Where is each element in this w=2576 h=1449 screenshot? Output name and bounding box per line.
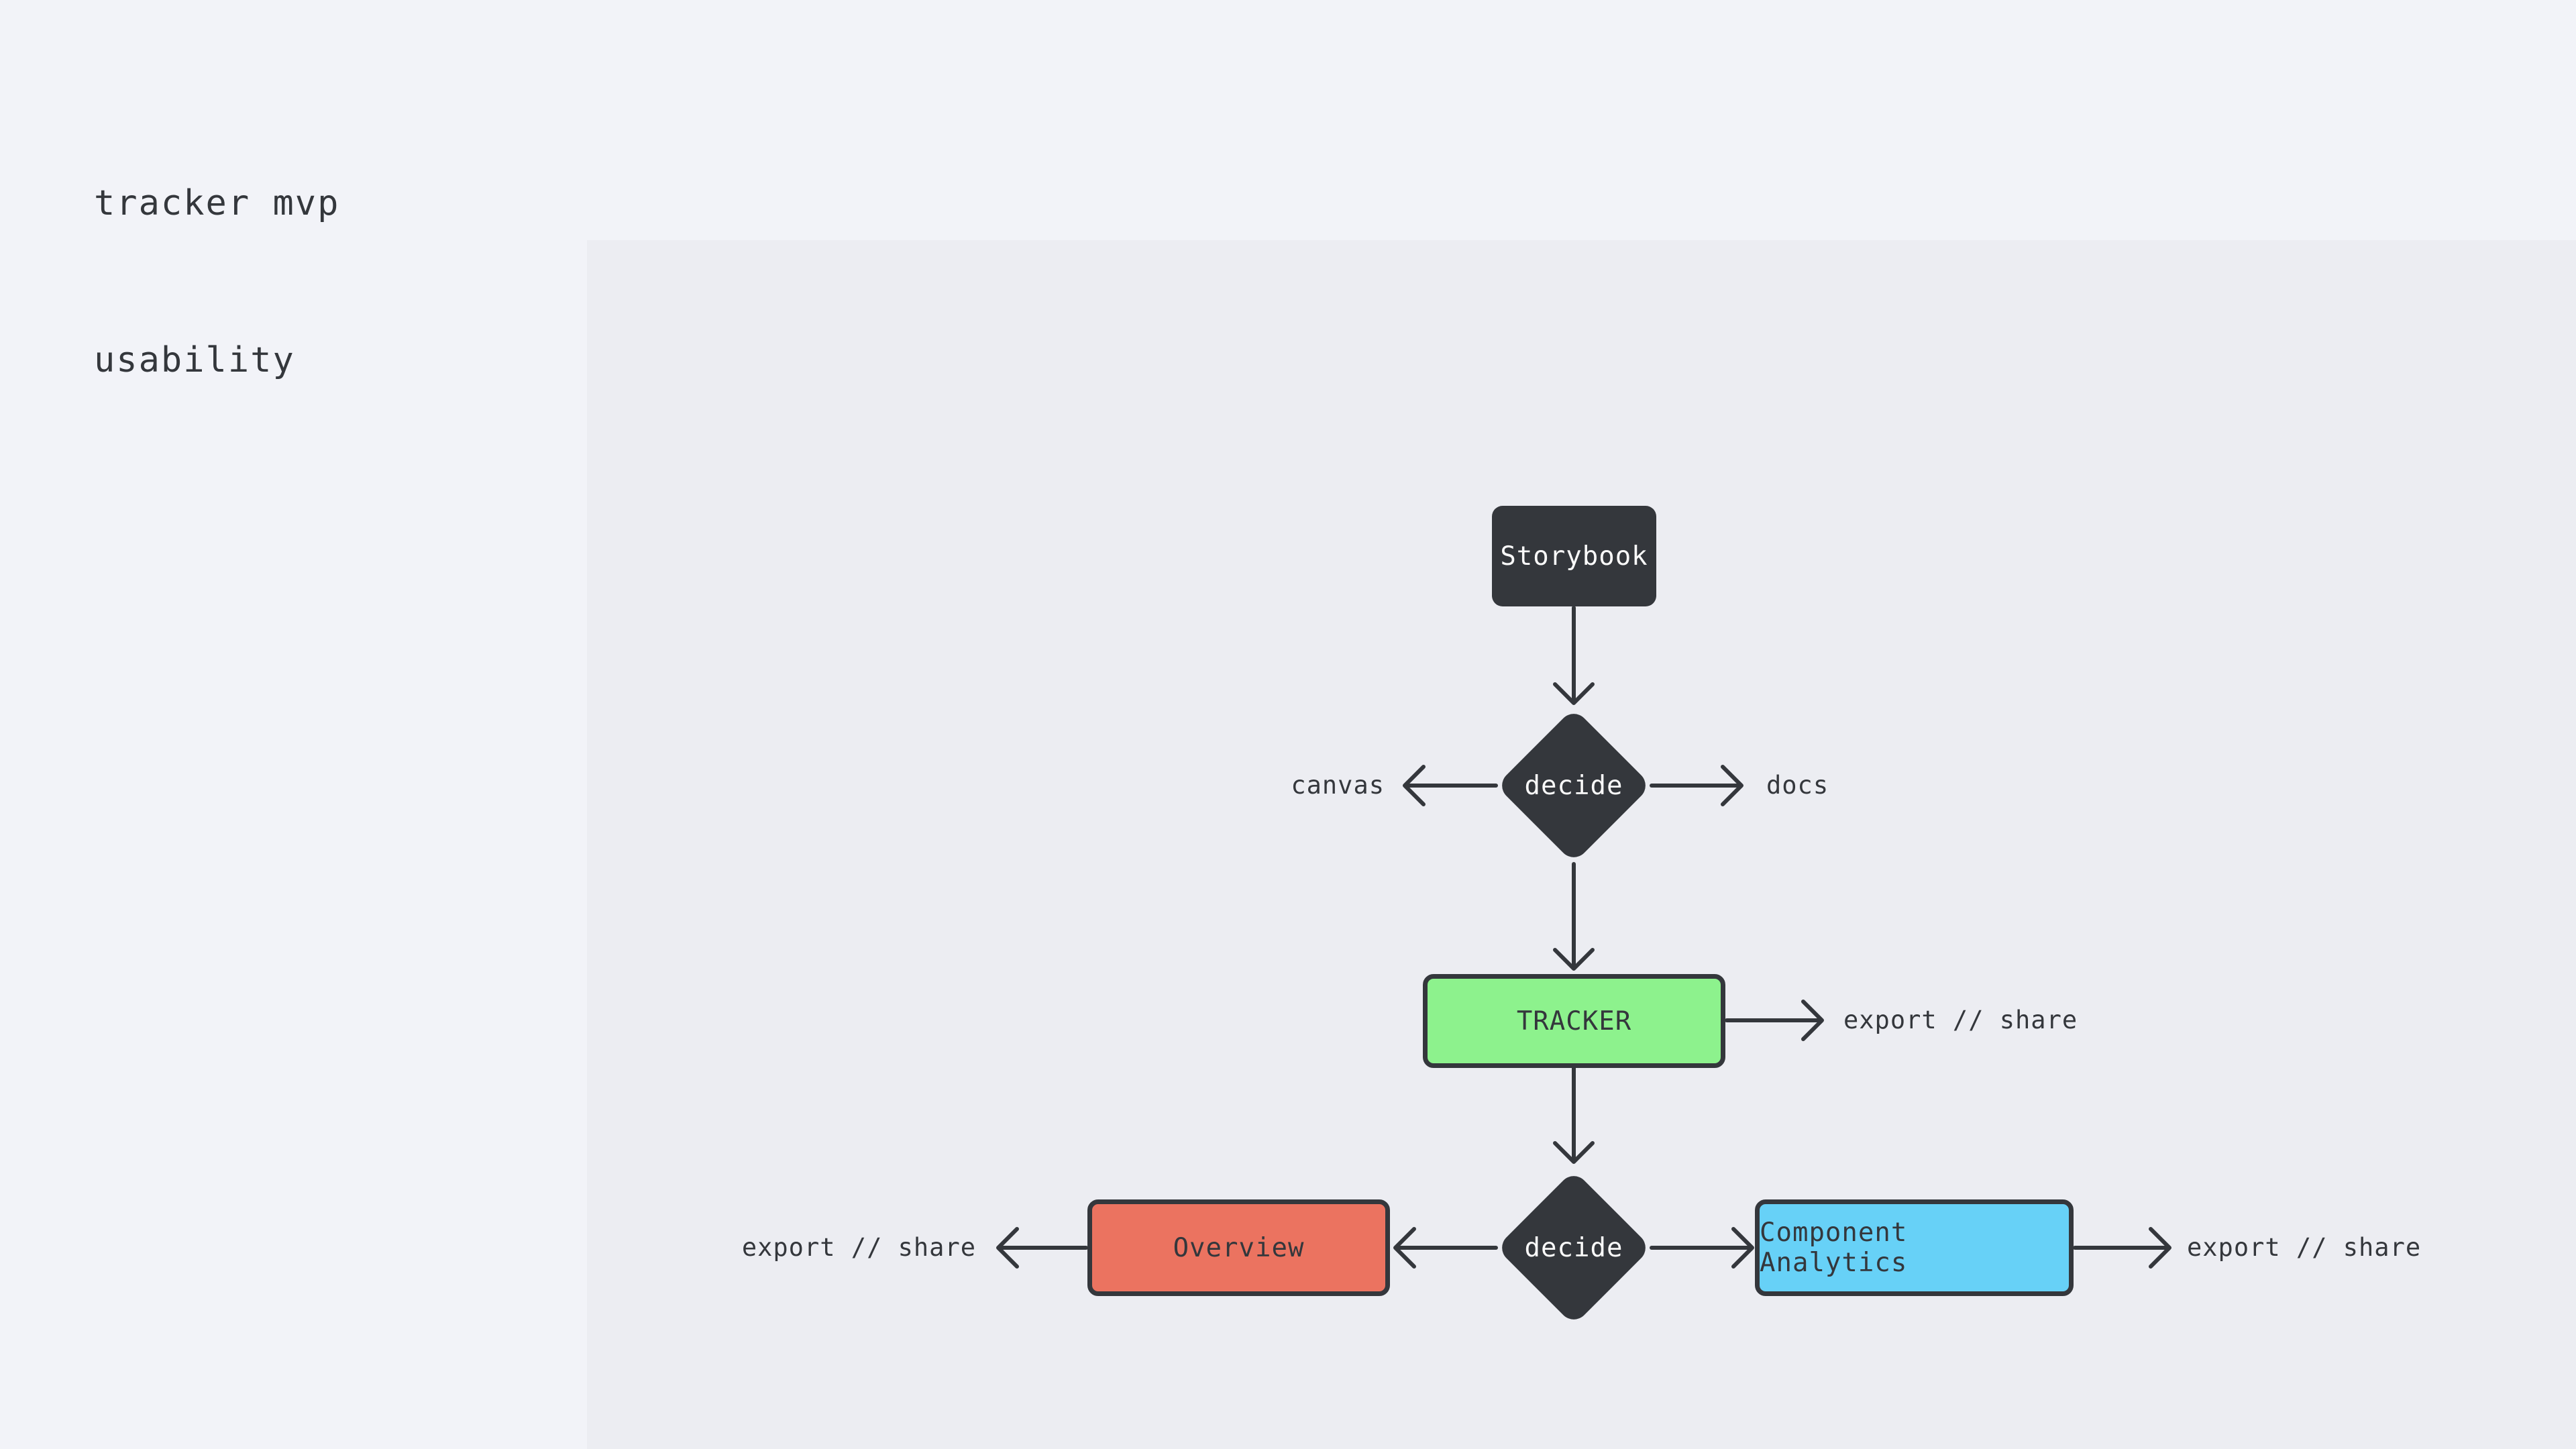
arrowhead-left-icon <box>1393 1227 1416 1269</box>
node-decide-bottom[interactable]: decide <box>1496 1170 1652 1326</box>
edge-decide-bottom-to-overview[interactable] <box>1393 1227 1498 1269</box>
arrowhead-right-icon <box>1731 1227 1754 1269</box>
arrowhead-down-icon <box>1553 682 1595 705</box>
edge-decide-bottom-to-component-analytics[interactable] <box>1650 1227 1754 1269</box>
edge-label-canvas[interactable]: canvas <box>1291 771 1385 800</box>
edge-label-export-share-tracker[interactable]: export // share <box>1843 1006 2078 1034</box>
node-tracker-label: TRACKER <box>1516 1006 1632 1036</box>
edge-decide-top-to-canvas[interactable] <box>1403 765 1498 806</box>
edge-decide-top-to-tracker[interactable] <box>1553 862 1595 971</box>
arrowhead-left-icon <box>1403 765 1426 806</box>
node-storybook[interactable]: Storybook <box>1492 506 1656 606</box>
node-component-analytics-label: Component Analytics <box>1760 1218 1908 1278</box>
edge-tracker-to-decide-bottom[interactable] <box>1553 1066 1595 1164</box>
arrowhead-right-icon <box>1801 1000 1824 1041</box>
edge-overview-to-export-share[interactable] <box>996 1227 1088 1269</box>
edge-label-docs[interactable]: docs <box>1766 771 1829 800</box>
node-component-analytics[interactable]: Component Analytics <box>1755 1199 2074 1296</box>
node-tracker[interactable]: TRACKER <box>1423 974 1725 1068</box>
arrowhead-right-icon <box>2149 1227 2171 1269</box>
arrowhead-down-icon <box>1553 948 1595 971</box>
title-line-1: tracker mvp <box>94 183 340 223</box>
node-decide-top[interactable]: decide <box>1496 708 1652 863</box>
arrowhead-down-icon <box>1553 1141 1595 1164</box>
node-overview[interactable]: Overview <box>1087 1199 1390 1296</box>
edge-label-export-share-component-analytics[interactable]: export // share <box>2187 1233 2422 1262</box>
node-overview-label: Overview <box>1173 1232 1305 1263</box>
node-decide-top-label: decide <box>1524 770 1623 801</box>
node-storybook-label: Storybook <box>1500 541 1648 572</box>
edge-decide-top-to-docs[interactable] <box>1650 765 1743 806</box>
edge-label-export-share-overview[interactable]: export // share <box>741 1233 976 1262</box>
node-decide-bottom-label: decide <box>1524 1232 1623 1263</box>
canvas-title[interactable]: tracker mvp usability <box>94 72 339 491</box>
title-line-2: usability <box>94 340 295 380</box>
arrowhead-right-icon <box>1721 765 1743 806</box>
edge-storybook-to-decide-top[interactable] <box>1553 606 1595 705</box>
arrowhead-left-icon <box>996 1227 1019 1269</box>
edge-component-analytics-to-export-share[interactable] <box>2073 1227 2171 1269</box>
edge-tracker-to-export-share[interactable] <box>1725 1000 1824 1041</box>
